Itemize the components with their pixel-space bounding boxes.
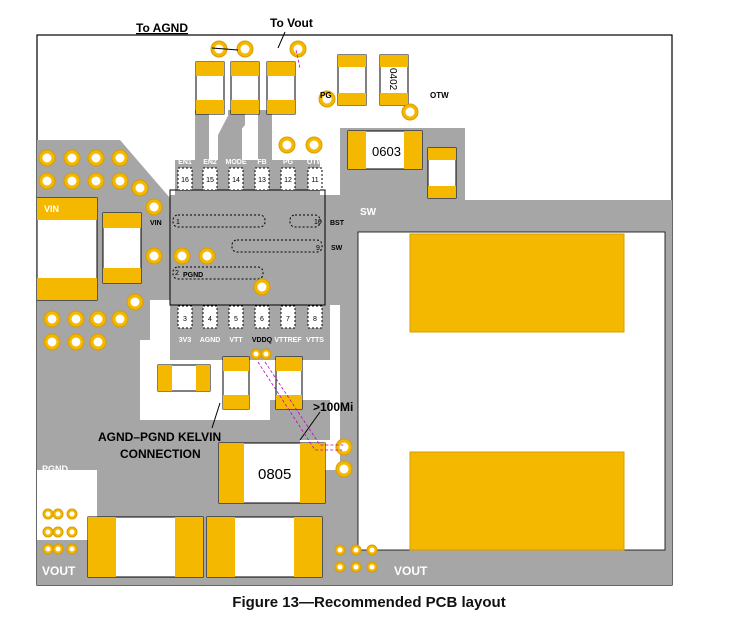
cap-small-right: [427, 147, 457, 199]
figure-caption: Figure 13—Recommended PCB layout: [232, 594, 506, 611]
label-0603: 0603: [372, 144, 401, 159]
cap-vout-1: [87, 516, 204, 578]
inductor-pad-bottom: [409, 451, 625, 551]
ic-pin-pad-7: [280, 305, 296, 329]
ic-pin-pad-15: [202, 167, 218, 191]
ic-pin-pad-16: [177, 167, 193, 191]
ic-pin-name-16: EN1: [178, 159, 192, 166]
pin-name-sw: SW: [331, 245, 343, 252]
cap-vtt: [222, 356, 250, 410]
label-0805: 0805: [258, 466, 291, 483]
label-to-agnd: To AGND: [136, 21, 188, 35]
ic-pin-pad-8: [307, 305, 323, 329]
ic-pin-name-5: VTT: [229, 337, 243, 344]
ic-pin-name-7: VTTREF: [274, 337, 302, 344]
board-labels: To AGND To Vout VCC OTW PG 0402 0603 080…: [42, 16, 449, 578]
ic-side-labels: VIN 1 PGND 2 BST 10 SW 9: [150, 219, 345, 279]
cap-vin-large: [36, 197, 98, 301]
ic-pin-num-13: 13: [258, 177, 266, 184]
ic-pin-pad-13: [254, 167, 270, 191]
pin-num-2: 2: [175, 270, 179, 277]
label-sw-net: SW: [360, 207, 377, 218]
ic-pin-num-6: 6: [260, 316, 264, 323]
label-0402: 0402: [387, 68, 398, 91]
ic-pin-num-15: 15: [206, 177, 214, 184]
ic-pin-num-14: 14: [232, 177, 240, 184]
ic-pin-num-16: 16: [181, 177, 189, 184]
dashed-route: [257, 49, 345, 451]
pin-name-vin: VIN: [150, 220, 162, 227]
label-pgnd-net: PGND: [42, 464, 69, 474]
ic-pin-num-3: 3: [183, 316, 187, 323]
ic-pin-num-7: 7: [286, 316, 290, 323]
ic-outline: [169, 189, 326, 306]
label-vout-right: VOUT: [394, 564, 428, 578]
ic-pin-name-8: VTTS: [306, 337, 324, 344]
label-vout-left: VOUT: [42, 564, 76, 578]
ic-pin-name-3: 3V3: [179, 337, 192, 344]
pin-num-9: 9: [316, 245, 320, 252]
ic-pin-pad-12: [280, 167, 296, 191]
label-kelvin-1: AGND–PGND KELVIN: [98, 430, 221, 444]
vias: [38, 40, 419, 573]
annotation-lines: [211, 31, 321, 441]
ic-top-pads: EN1 16 EN2 15 MODE 14 FB 13 PG 12 OTW 11: [177, 159, 324, 191]
cap-top-2: [230, 61, 260, 115]
cap-0603: [347, 130, 423, 170]
cap-vcc: [337, 54, 367, 106]
pin-name-bst: BST: [330, 220, 345, 227]
pin-num-10: 10: [314, 219, 322, 226]
cap-vin-small: [102, 212, 142, 284]
ic-pin-pad-4: [202, 305, 218, 329]
cap-top-3: [266, 61, 296, 115]
label-to-vout: To Vout: [270, 16, 313, 30]
ic-pin-name-13: FB: [257, 159, 266, 166]
ic-pin-num-11: 11: [311, 177, 318, 184]
label-kelvin-2: CONNECTION: [120, 447, 201, 461]
components: [36, 54, 625, 578]
ic-pin-name-15: EN2: [203, 159, 217, 166]
pin-name-pgnd: PGND: [183, 272, 203, 279]
ic-pin-name-14: MODE: [226, 159, 247, 166]
label-vcc: VCC: [338, 44, 355, 53]
ic-pin-pad-14: [228, 167, 244, 191]
ic-pin-pad-3: [177, 305, 193, 329]
cap-vout-2: [206, 516, 323, 578]
ic-pin-name-4: AGND: [200, 337, 221, 344]
ic-pin-num-4: 4: [208, 316, 212, 323]
inductor-pad-top: [409, 233, 625, 333]
label-distance: >100Mi: [313, 400, 353, 414]
cap-vttref: [275, 356, 303, 410]
ic-pin-pad-5: [228, 305, 244, 329]
ic-pin-pad-11: [307, 167, 323, 191]
ic-pin-pad-6: [254, 305, 270, 329]
label-vin-net: VIN: [44, 204, 59, 214]
ic-pin-num-5: 5: [234, 316, 238, 323]
ic-pin-name-11: OTW: [307, 159, 324, 166]
label-pg-top: PG: [320, 91, 332, 100]
cap-0402: [379, 54, 409, 106]
cap-0805: [218, 442, 326, 504]
ic-pin-num-12: 12: [284, 177, 292, 184]
cap-3v3: [157, 364, 211, 392]
label-otw-top: OTW: [430, 91, 449, 100]
pin-num-1: 1: [176, 219, 180, 226]
cap-top-1: [195, 61, 225, 115]
ic-pin-num-8: 8: [313, 316, 317, 323]
ic-pin-name-12: PG: [283, 159, 294, 166]
ic-pin-name-6: VDDQ: [252, 337, 273, 344]
ic-side-pads: [172, 214, 323, 280]
